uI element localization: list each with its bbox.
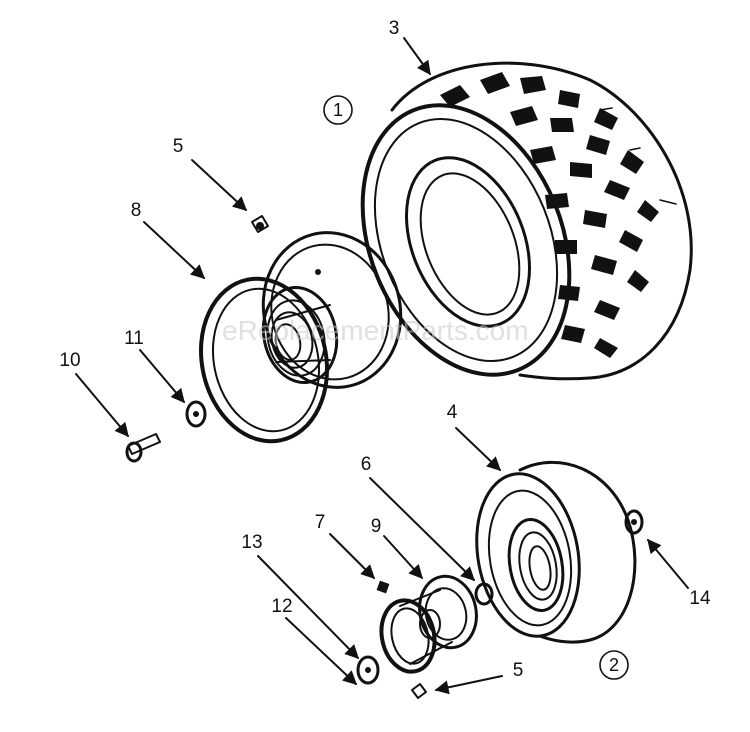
assembly-label-1: 1 bbox=[323, 95, 353, 125]
callout-14: 14 bbox=[689, 588, 711, 609]
small-wheel-rim bbox=[379, 574, 478, 674]
callout-5-lower: 5 bbox=[513, 660, 524, 681]
assembly-label-2: 2 bbox=[599, 650, 629, 680]
callout-4: 4 bbox=[447, 402, 458, 423]
callout-10: 10 bbox=[59, 350, 80, 371]
callout-5-upper: 5 bbox=[173, 136, 184, 157]
callout-11: 11 bbox=[124, 328, 144, 349]
callout-6: 6 bbox=[361, 454, 372, 475]
small-tire bbox=[475, 460, 637, 644]
callout-labels: 3 5 8 11 10 4 6 7 9 13 12 5 14 bbox=[59, 18, 711, 681]
callout-9: 9 bbox=[371, 516, 382, 537]
assembly-number: 1 bbox=[333, 100, 343, 120]
callout-13: 13 bbox=[241, 532, 262, 553]
callout-8: 8 bbox=[131, 200, 142, 221]
callout-3: 3 bbox=[389, 18, 400, 39]
large-tire bbox=[360, 61, 693, 381]
callout-12: 12 bbox=[271, 596, 292, 617]
large-wheel-rim bbox=[199, 231, 403, 444]
assembly-number: 2 bbox=[609, 655, 619, 675]
hardware-parts bbox=[125, 215, 644, 699]
watermark-text: eReplacementParts.com bbox=[222, 315, 529, 346]
leader-arrows bbox=[75, 37, 689, 695]
callout-7: 7 bbox=[315, 512, 326, 533]
